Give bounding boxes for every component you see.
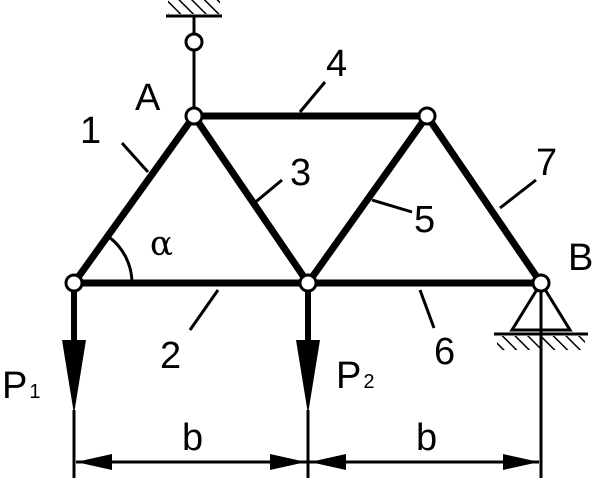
joint-b <box>531 273 551 293</box>
leader-7 <box>499 178 537 210</box>
leader-5 <box>371 198 413 214</box>
member-label-7: 7 <box>536 142 557 184</box>
member-label-3: 3 <box>290 152 311 194</box>
load-p1-head <box>62 340 86 414</box>
leader-2 <box>188 289 220 331</box>
load-p1-index: 1 <box>29 381 40 403</box>
member-label-5: 5 <box>414 199 435 241</box>
member-label-6: 6 <box>434 331 455 373</box>
member-1 <box>70 112 198 287</box>
load-p2-index: 2 <box>363 371 374 393</box>
angle-arc <box>108 235 134 284</box>
dim-arrow-1 <box>76 454 112 470</box>
dimension-arrows <box>76 454 539 470</box>
member-leaders <box>120 81 537 331</box>
load-p2-letter: P <box>336 355 361 397</box>
leader-6 <box>418 289 436 329</box>
load-arrows <box>62 290 320 414</box>
joint-middle <box>298 273 318 293</box>
dim-arrow-2 <box>270 454 306 470</box>
member-5 <box>304 112 431 287</box>
leader-4 <box>298 81 327 113</box>
ceiling-hinge <box>184 32 204 52</box>
load-p2-head <box>296 340 320 414</box>
ceiling-hatch <box>168 0 220 14</box>
dimension-lines <box>72 290 543 478</box>
dimension-label-right: b <box>416 417 437 459</box>
truss-members <box>70 112 545 287</box>
dimension-label-left: b <box>182 417 203 459</box>
member-label-1: 1 <box>80 110 101 152</box>
load-p1-letter: P <box>2 365 27 407</box>
member-7 <box>423 112 545 287</box>
ceiling-support <box>166 0 222 110</box>
joint-label-a: A <box>135 77 161 119</box>
leader-3 <box>251 178 283 207</box>
joint-label-b: B <box>568 237 593 279</box>
dim-arrow-3 <box>310 454 346 470</box>
angle-label: α <box>150 224 173 264</box>
member-3 <box>190 112 312 287</box>
joint-left <box>64 273 84 293</box>
dim-arrow-4 <box>503 454 539 470</box>
member-label-2: 2 <box>160 335 181 377</box>
leader-1 <box>120 141 150 174</box>
member-label-4: 4 <box>326 43 347 85</box>
truss-joints <box>64 106 551 293</box>
joint-top-right <box>417 106 437 126</box>
joint-a <box>184 106 204 126</box>
